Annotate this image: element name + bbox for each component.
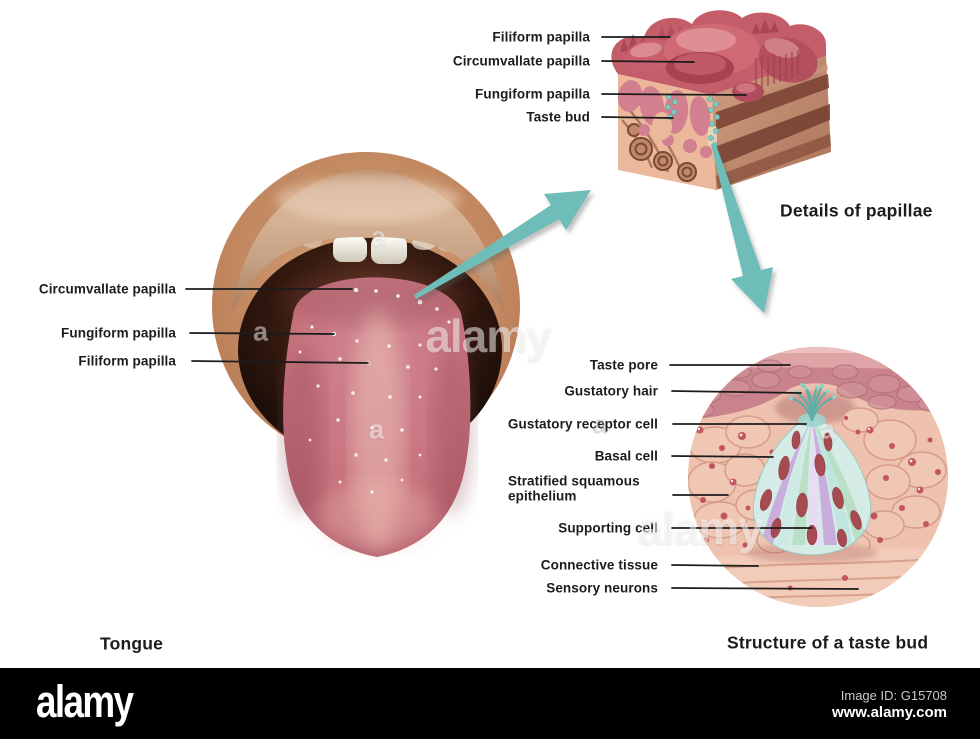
taste-bud-section-title: Structure of a taste bud <box>727 632 929 653</box>
image-id: Image ID: G15708 <box>840 688 947 703</box>
cube-front-face <box>617 74 720 190</box>
label-circumvallate-papilla-cube: Circumvallate papilla <box>452 53 590 69</box>
cube-top-papillae <box>611 10 826 102</box>
tongue-papillae-dots <box>298 287 451 494</box>
papillae-section-title: Details of papillae <box>780 200 933 221</box>
tongue-section-title: Tongue <box>100 633 164 654</box>
label-taste-pore: Taste pore <box>589 357 658 373</box>
alamy-url: www.alamy.com <box>831 704 947 721</box>
label-filiform-papilla-cube: Filiform papilla <box>492 29 590 45</box>
footer-bar: alamy Image ID: G15708 www.alamy.com <box>0 668 980 739</box>
image-credit: Image ID: G15708 www.alamy.com <box>832 688 947 722</box>
tongue-body <box>280 274 474 557</box>
label-taste-bud-cube: Taste bud <box>526 109 590 125</box>
label-supporting-cell: Supporting cell <box>558 520 658 536</box>
label-fungiform-papilla-tongue: Fungiform papilla <box>61 325 176 341</box>
tongue-illustration <box>212 152 520 557</box>
label-filiform-papilla-tongue: Filiform papilla <box>78 353 176 369</box>
receptor-cell-nuclei <box>759 430 862 548</box>
label-circumvallate-papilla-tongue: Circumvallate papilla <box>38 281 176 297</box>
label-stratified-squamous-epithelium: Stratified squamous epithelium <box>508 473 640 503</box>
taste-bud-cells <box>752 383 872 556</box>
label-fungiform-papilla-cube: Fungiform papilla <box>475 86 590 102</box>
muscle-fiber-swirls <box>627 123 697 182</box>
label-basal-cell: Basal cell <box>594 448 658 464</box>
taste-bud-illustration <box>688 347 948 607</box>
alamy-logo: alamy <box>36 675 134 727</box>
label-connective-tissue: Connective tissue <box>540 557 658 573</box>
label-gustatory-hair: Gustatory hair <box>564 383 658 399</box>
gustatory-hairs <box>789 383 836 427</box>
papillae-illustration <box>611 10 831 190</box>
papillae-roots <box>617 80 712 158</box>
label-gustatory-receptor-cell: Gustatory receptor cell <box>507 416 658 432</box>
label-sensory-neurons: Sensory neurons <box>546 580 658 596</box>
